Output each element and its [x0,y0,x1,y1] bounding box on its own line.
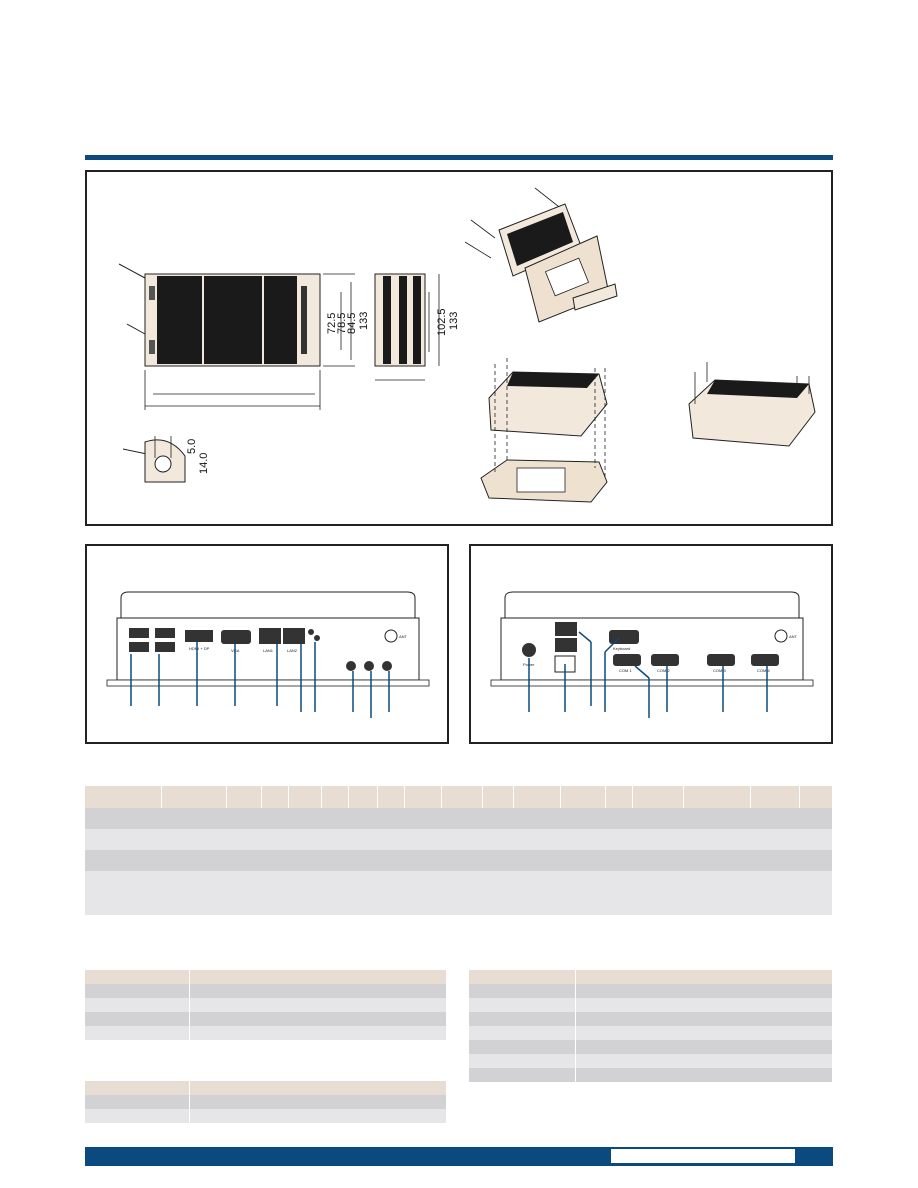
table-row [469,984,833,998]
front-label-ant: ANT [399,634,408,639]
table-row [85,850,833,871]
desk-mount-drawing [480,358,608,503]
dim-14-0: 14.0 [198,453,210,474]
wall-mount-drawing [464,187,618,323]
spec-table-left-a [85,970,447,1040]
table-row [85,808,833,829]
rear-label-com3: COM 3 [713,668,726,673]
front-label-lan1: LAN1 [263,648,274,653]
table-row [85,998,447,1012]
spec-table-main [85,786,833,915]
mounting-hole-detail: 5.0 14.0 [122,436,210,483]
table-header-row [85,1081,447,1095]
table-row [85,1026,447,1040]
table-row [85,871,833,915]
table-row [85,1012,447,1026]
front-label-hdmi-dp: HDMI + DP [189,646,210,651]
dim-133-b: 133 [448,312,460,330]
front-io-drawing: HDMI + DP VGA LAN1 LAN2 ANT [106,591,430,718]
rear-io-panel: Power Keyboard COM 1 COM 2 COM 3 COM 4 A… [469,544,833,744]
dimensions-panel: 72.5 78.5 84.5 133 102.5 133 5.0 14.0 [85,170,833,526]
spec-table-right [469,970,833,1082]
dim-133-a: 133 [358,312,370,330]
rear-label-com1: COM 1 [619,668,632,673]
table-header-row [469,970,833,984]
table-row [85,1095,447,1109]
table-row [85,984,447,998]
rear-io-drawing: Power Keyboard COM 1 COM 2 COM 3 COM 4 A… [490,591,814,718]
rear-label-com4: COM 4 [757,668,770,673]
assembled-unit-drawing [688,362,816,447]
table-header-row [85,970,447,984]
top-accent-bar [85,155,833,160]
table-row [469,1026,833,1040]
top-view-drawing: 72.5 78.5 84.5 133 [118,263,370,410]
dim-72-5: 72.5 [326,313,338,334]
rear-label-com2: COM 2 [657,668,670,673]
spec-table-left-b [85,1081,447,1123]
table-row [469,1068,833,1082]
front-label-lan2: LAN2 [287,648,298,653]
dim-84-5: 84.5 [346,313,358,334]
rear-label-ant: ANT [789,634,798,639]
footer-white-box [611,1149,795,1163]
table-row [469,998,833,1012]
table-row [469,1012,833,1026]
table-row [469,1054,833,1068]
table-header-row [85,786,833,808]
dimension-drawings: 72.5 78.5 84.5 133 102.5 133 5.0 14.0 [118,187,816,503]
table-row [85,829,833,850]
dim-78-5: 78.5 [336,313,348,334]
front-io-panel: HDMI + DP VGA LAN1 LAN2 ANT [85,544,449,744]
dim-5-0: 5.0 [186,439,198,454]
dim-102-5: 102.5 [436,308,448,336]
table-row [469,1040,833,1054]
side-view-drawing: 102.5 133 [374,273,460,381]
table-row [85,1109,447,1123]
rear-label-keyboard: Keyboard [613,646,630,651]
